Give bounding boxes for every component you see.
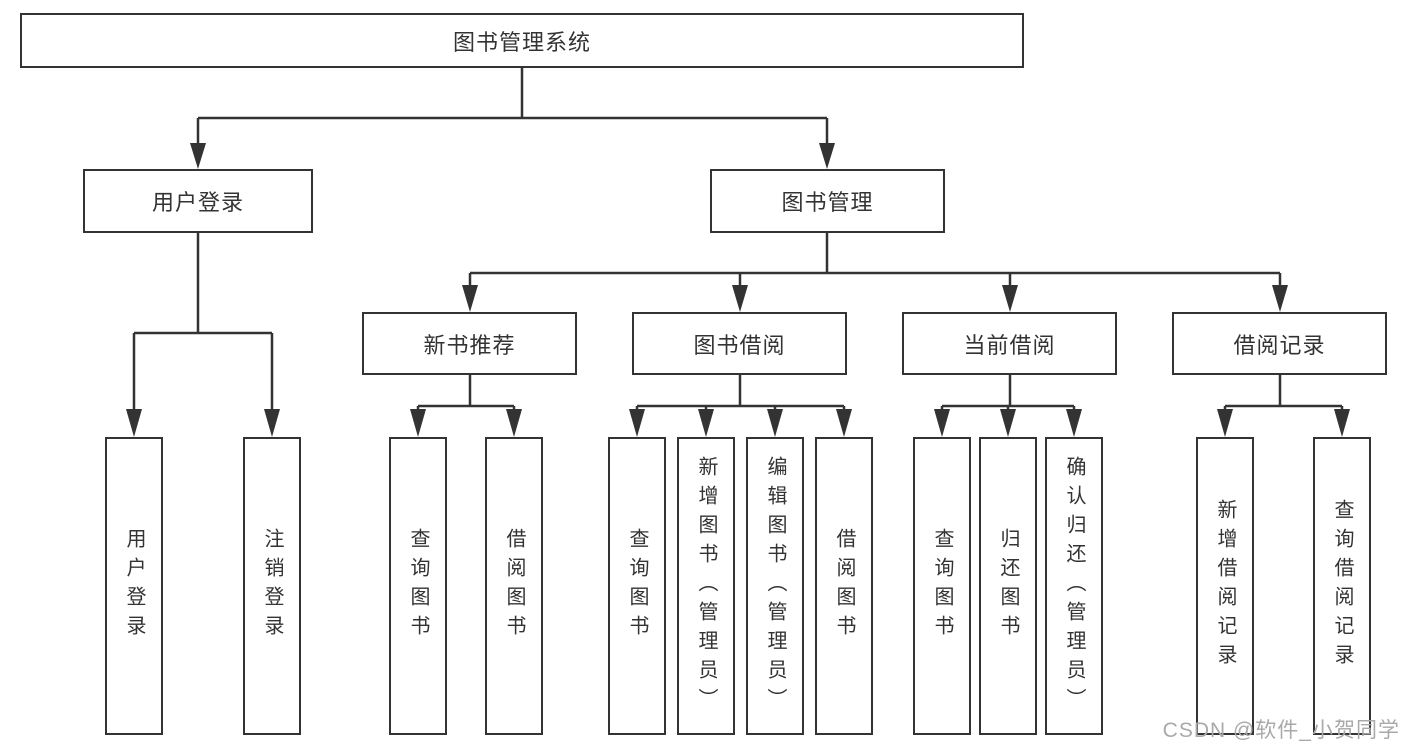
node-borrowing-records: 借阅记录: [1172, 312, 1387, 375]
leaf-bb-edit-books-label: 编辑图书（管理员）: [764, 455, 786, 717]
leaf-user-login-label: 用户登录: [123, 528, 145, 644]
node-user-login: 用户登录: [83, 169, 313, 233]
node-library-system: 图书管理系统: [20, 13, 1024, 68]
leaf-cb-confirm-return: 确认归还（管理员）: [1045, 437, 1103, 735]
node-current-borrowing: 当前借阅: [902, 312, 1117, 375]
leaf-br-query-record-label: 查询借阅记录: [1331, 499, 1353, 673]
csdn-watermark: CSDN @软件_小贺同学: [1162, 719, 1400, 742]
leaf-bb-add-books-label: 新增图书（管理员）: [695, 455, 717, 717]
leaf-nb-borrow-books: 借阅图书: [485, 437, 543, 735]
node-book-management-label: 图书管理: [781, 190, 874, 215]
node-new-book-recommend: 新书推荐: [362, 312, 577, 375]
leaf-user-login: 用户登录: [105, 437, 163, 735]
node-current-borrowing-label: 当前借阅: [963, 332, 1056, 358]
node-book-borrowing-label: 图书借阅: [693, 332, 786, 358]
leaf-bb-borrow-books: 借阅图书: [815, 437, 873, 735]
leaf-bb-query-books-label: 查询图书: [626, 528, 648, 644]
leaf-nb-query-books: 查询图书: [389, 437, 447, 735]
leaf-br-add-record-label: 新增借阅记录: [1214, 499, 1236, 673]
leaf-logout-label: 注销登录: [261, 528, 283, 644]
leaf-nb-query-books-label: 查询图书: [407, 528, 429, 644]
leaf-logout: 注销登录: [243, 437, 301, 735]
leaf-cb-confirm-return-label: 确认归还（管理员）: [1063, 455, 1085, 717]
node-borrowing-records-label: 借阅记录: [1233, 332, 1326, 358]
leaf-bb-add-books: 新增图书（管理员）: [677, 437, 735, 735]
leaf-br-query-record: 查询借阅记录: [1313, 437, 1371, 735]
node-user-login-label: 用户登录: [151, 190, 244, 215]
leaf-nb-borrow-books-label: 借阅图书: [503, 528, 525, 644]
leaf-bb-edit-books: 编辑图书（管理员）: [746, 437, 804, 735]
node-library-system-label: 图书管理系统: [452, 29, 591, 55]
leaf-bb-query-books: 查询图书: [608, 437, 666, 735]
leaf-cb-query-books: 查询图书: [913, 437, 971, 735]
node-new-book-recommend-label: 新书推荐: [423, 332, 516, 358]
leaf-bb-borrow-books-label: 借阅图书: [833, 528, 855, 644]
leaf-cb-return-books: 归还图书: [979, 437, 1037, 735]
leaf-cb-query-books-label: 查询图书: [931, 528, 953, 644]
node-book-management: 图书管理: [710, 169, 945, 233]
leaf-br-add-record: 新增借阅记录: [1196, 437, 1254, 735]
leaf-cb-return-books-label: 归还图书: [997, 528, 1019, 644]
node-book-borrowing: 图书借阅: [632, 312, 847, 375]
